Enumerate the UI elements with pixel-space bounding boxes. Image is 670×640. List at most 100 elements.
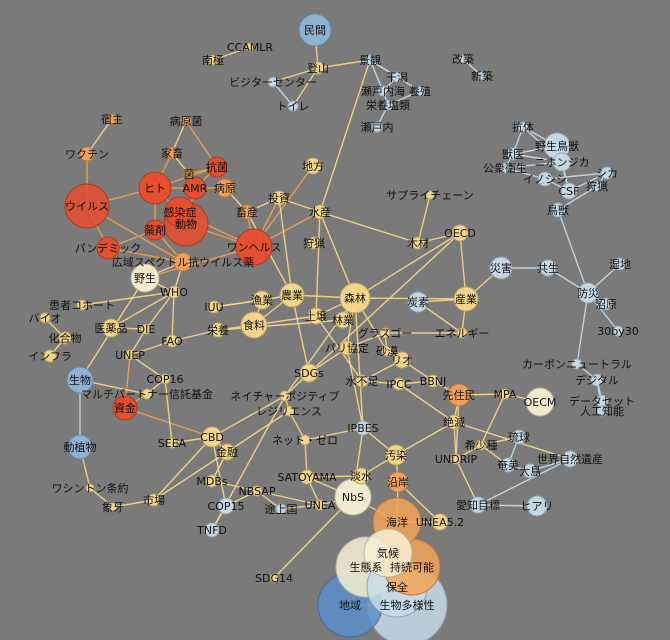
node-choju[interactable] [550, 202, 566, 218]
node-yoshoku[interactable] [414, 85, 426, 97]
node-nbs[interactable] [334, 478, 372, 516]
node-suisan[interactable] [312, 204, 328, 220]
node-shijo[interactable] [147, 493, 161, 507]
node-ipbes[interactable] [355, 420, 371, 436]
node-unep[interactable] [124, 349, 136, 361]
node-oecm[interactable] [525, 387, 555, 417]
node-who[interactable] [167, 285, 181, 299]
node-aichi[interactable] [469, 496, 487, 514]
node-koshu[interactable] [499, 162, 511, 174]
node-nankyoku[interactable] [207, 54, 219, 66]
node-kotai[interactable] [517, 121, 529, 133]
node-kanja[interactable] [76, 299, 88, 311]
node-yakuzai[interactable] [144, 219, 166, 241]
node-shika[interactable] [600, 166, 614, 180]
node-zoge[interactable] [108, 502, 118, 512]
node-yanbaru[interactable] [526, 495, 548, 517]
node-chikusan[interactable] [239, 204, 255, 220]
node-ai[interactable] [596, 405, 608, 417]
node-netzero[interactable] [299, 434, 311, 446]
node-energy[interactable] [456, 327, 468, 339]
node-oshima[interactable] [522, 463, 538, 479]
node-doshokubutsu[interactable] [67, 434, 93, 460]
node-tozan[interactable] [311, 61, 325, 75]
node-mokuzai[interactable] [411, 236, 425, 250]
node-shinchiku[interactable] [477, 71, 487, 81]
node-hito[interactable] [138, 171, 172, 205]
node-seibutsu[interactable] [66, 366, 94, 394]
node-cop16[interactable] [159, 373, 171, 385]
node-digital[interactable] [590, 373, 604, 387]
node-zetsumetsu[interactable] [446, 414, 462, 430]
node-sdgs[interactable] [299, 363, 319, 383]
node-toire[interactable] [287, 100, 299, 112]
node-byoki[interactable] [215, 178, 235, 198]
node-keikan[interactable] [364, 54, 376, 66]
node-washington[interactable] [85, 483, 95, 493]
node-osen[interactable] [385, 444, 407, 466]
node-undrip[interactable] [450, 453, 462, 465]
node-supply[interactable] [425, 190, 435, 200]
node-sekaiisan[interactable] [561, 450, 579, 468]
node-nbsap[interactable] [251, 485, 263, 497]
node-shuryo2[interactable] [591, 180, 603, 192]
node-csf[interactable] [560, 182, 578, 200]
node-onehealth[interactable] [235, 228, 273, 266]
node-mpa[interactable] [499, 388, 511, 400]
node-cop15[interactable] [217, 497, 235, 515]
node-shuryo[interactable] [307, 236, 321, 250]
node-hikata[interactable] [391, 71, 403, 83]
node-seea[interactable] [166, 437, 178, 449]
node-iyakuhin[interactable] [101, 318, 121, 338]
node-minkan[interactable] [298, 13, 332, 47]
node-enkai[interactable] [387, 471, 409, 493]
node-fao[interactable] [165, 334, 179, 348]
node-shinrin[interactable] [339, 282, 371, 314]
node-pandemic[interactable] [96, 236, 120, 260]
node-amami[interactable] [500, 457, 516, 473]
node-grass[interactable] [379, 327, 391, 339]
node-wakuchin[interactable] [79, 146, 95, 162]
node-satoyama[interactable] [299, 469, 315, 485]
node-tansui[interactable] [352, 467, 370, 485]
node-keidan[interactable] [506, 147, 520, 161]
node-eiyo2[interactable] [210, 322, 226, 338]
node-oecd[interactable] [451, 224, 469, 242]
node-ccamlr[interactable] [245, 42, 255, 52]
node-shikin[interactable] [112, 395, 138, 421]
node-dojo[interactable] [307, 307, 325, 325]
node-infra[interactable] [43, 349, 57, 363]
node-ipcc[interactable] [392, 377, 406, 391]
node-nogyo[interactable] [279, 282, 305, 308]
node-carbon[interactable] [571, 358, 583, 370]
node-eiyo[interactable] [382, 99, 394, 111]
node-ryukyu[interactable] [511, 429, 527, 445]
node-sabaku[interactable] [381, 345, 393, 357]
node-chiho[interactable] [304, 157, 322, 175]
node-kiko[interactable] [363, 528, 413, 578]
node-kagoubutsu[interactable] [58, 331, 72, 345]
node-virus[interactable] [64, 183, 110, 229]
node-inoshishi[interactable] [537, 171, 553, 187]
node-bio[interactable] [39, 312, 51, 324]
node-katiku[interactable] [165, 146, 179, 160]
node-setonaikai[interactable] [377, 85, 389, 97]
node-tojoukoku[interactable] [275, 503, 287, 515]
node-kishoshu[interactable] [475, 439, 487, 451]
node-tnfd[interactable] [204, 522, 220, 538]
node-mizubusoku[interactable] [355, 374, 369, 388]
node-kin[interactable] [183, 168, 195, 180]
node-amr[interactable] [183, 176, 207, 200]
node-bbnj[interactable] [426, 374, 440, 388]
node-byogen[interactable] [180, 115, 192, 127]
node-kouiki[interactable] [173, 252, 193, 272]
node-kinyu[interactable] [218, 443, 236, 461]
node-multi[interactable] [141, 388, 153, 400]
node-rio[interactable] [393, 351, 411, 369]
node-kansensho[interactable] [164, 196, 196, 228]
node-nihonjika[interactable] [552, 152, 572, 172]
node-tanso[interactable] [407, 291, 429, 313]
node-die[interactable] [140, 323, 152, 335]
node-bosai[interactable] [577, 282, 599, 304]
node-iuu[interactable] [207, 300, 221, 314]
